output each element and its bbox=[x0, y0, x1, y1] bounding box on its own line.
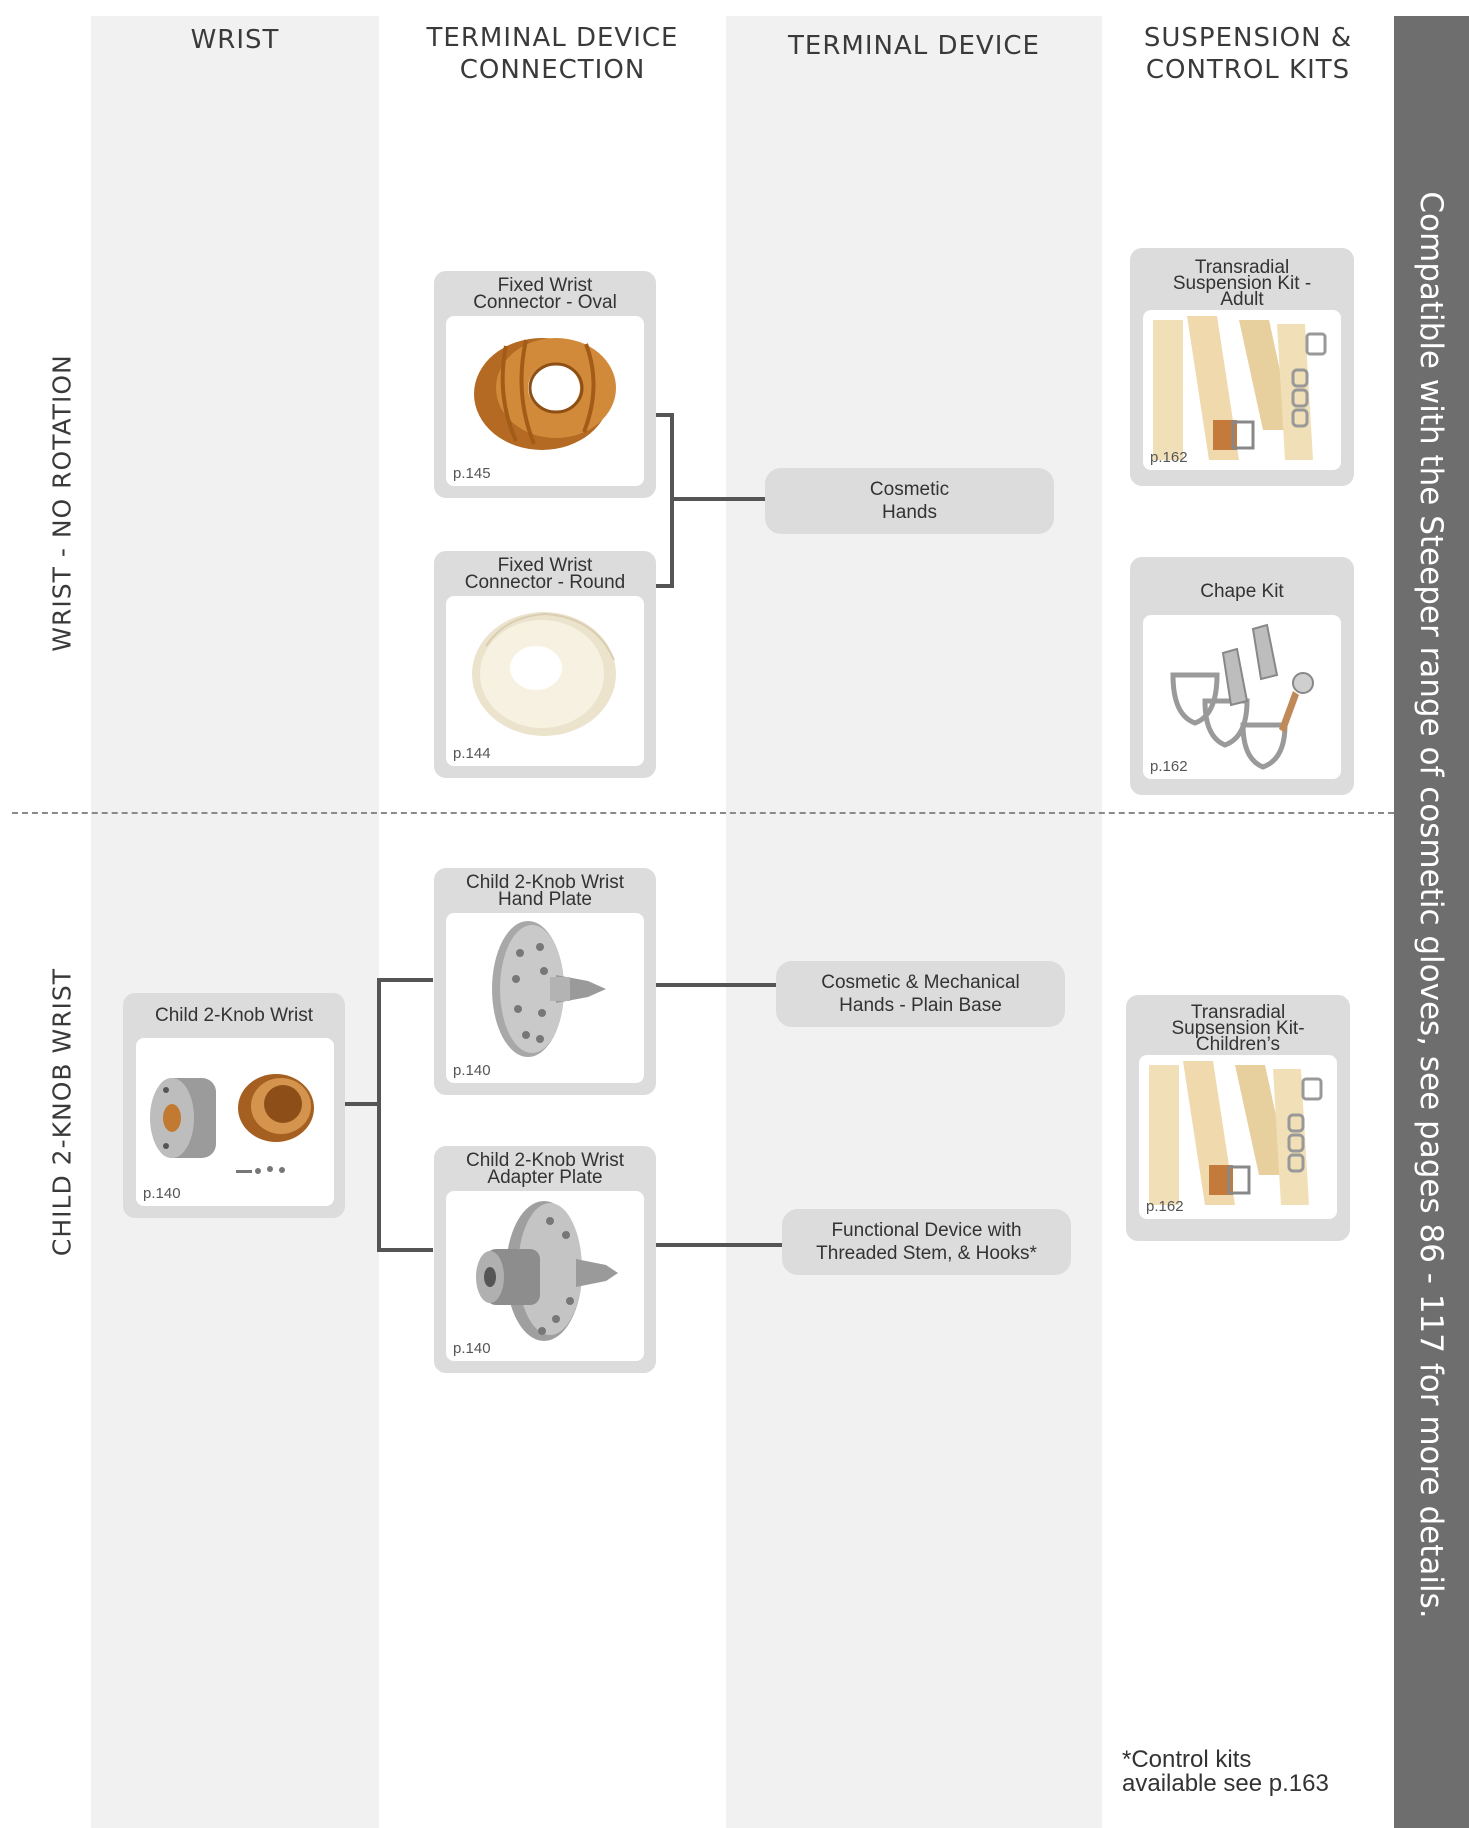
card-chape-kit[interactable]: Chape Kit p.162 bbox=[1130, 557, 1354, 795]
card-title: Chape Kit bbox=[1200, 581, 1284, 602]
connector-line bbox=[345, 1102, 379, 1106]
connector-line bbox=[656, 983, 776, 987]
card-title: Child 2-Knob Wrist Hand Plate bbox=[465, 872, 625, 910]
card-title: Fixed Wrist Connector - Round bbox=[464, 555, 626, 593]
page-reference: p.162 bbox=[1150, 758, 1188, 775]
oval-connector-image: p.145 bbox=[446, 316, 644, 486]
page-reference: p.140 bbox=[453, 1062, 491, 1079]
page-reference: p.140 bbox=[143, 1185, 181, 1202]
card-transradial-suspension-kit-adult[interactable]: Transradial Suspension Kit - Adult p.162 bbox=[1130, 248, 1354, 486]
card-title: Transradial Supsension Kit- Children’s bbox=[1171, 1002, 1305, 1055]
hand-plate-image: p.140 bbox=[446, 913, 644, 1083]
pill-cosmetic-mechanical-hands[interactable]: Cosmetic & Mechanical Hands - Plain Base bbox=[776, 961, 1065, 1027]
page-reference: p.162 bbox=[1150, 449, 1188, 466]
card-fixed-wrist-connector-round[interactable]: Fixed Wrist Connector - Round p.144 bbox=[434, 551, 656, 778]
footnote: *Control kits available see p.163 bbox=[1122, 1746, 1329, 1797]
connector-line bbox=[670, 497, 765, 501]
wrist-column-bg bbox=[91, 16, 379, 1828]
compatibility-note: Compatible with the Steeper range of cos… bbox=[1413, 191, 1449, 1619]
pill-functional-device[interactable]: Functional Device with Threaded Stem, & … bbox=[782, 1209, 1071, 1275]
connector-line bbox=[656, 413, 674, 417]
header-wrist: WRIST bbox=[190, 25, 280, 55]
card-transradial-suspension-kit-childrens[interactable]: Transradial Supsension Kit- Children’s p… bbox=[1126, 995, 1350, 1241]
header-terminal-device-connection: TERMINAL DEVICE CONNECTION bbox=[426, 23, 679, 85]
page-reference: p.144 bbox=[453, 745, 491, 762]
row-label-no-rotation: WRIST - NO ROTATION bbox=[47, 354, 77, 652]
pill-cosmetic-hands[interactable]: Cosmetic Hands bbox=[765, 468, 1054, 534]
suspension-kit-adult-image: p.162 bbox=[1143, 310, 1341, 470]
suspension-kit-childrens-image: p.162 bbox=[1139, 1055, 1337, 1219]
page-reference: p.162 bbox=[1146, 1198, 1184, 1215]
card-title: Child 2-Knob Wrist Adapter Plate bbox=[465, 1150, 625, 1188]
page-reference: p.145 bbox=[453, 465, 491, 482]
page-reference: p.140 bbox=[453, 1340, 491, 1357]
section-divider bbox=[12, 812, 1394, 814]
connector-line bbox=[377, 1248, 433, 1252]
card-child-2-knob-wrist-hand-plate[interactable]: Child 2-Knob Wrist Hand Plate p.140 bbox=[434, 868, 656, 1095]
chape-kit-image: p.162 bbox=[1143, 615, 1341, 779]
child-wrist-image: p.140 bbox=[136, 1038, 334, 1206]
connector-line bbox=[656, 584, 674, 588]
card-title: Transradial Suspension Kit - Adult bbox=[1172, 257, 1312, 310]
card-child-2-knob-wrist[interactable]: Child 2-Knob Wrist p.140 bbox=[123, 993, 345, 1218]
card-fixed-wrist-connector-oval[interactable]: Fixed Wrist Connector - Oval p.145 bbox=[434, 271, 656, 498]
row-label-child-2-knob-wrist: CHILD 2-KNOB WRIST bbox=[47, 967, 77, 1257]
connector-line bbox=[377, 978, 381, 1252]
card-child-2-knob-wrist-adapter-plate[interactable]: Child 2-Knob Wrist Adapter Plate p.140 bbox=[434, 1146, 656, 1373]
adapter-plate-image: p.140 bbox=[446, 1191, 644, 1361]
card-title: Child 2-Knob Wrist bbox=[154, 1005, 314, 1026]
card-title: Fixed Wrist Connector - Oval bbox=[473, 275, 617, 313]
header-terminal-device: TERMINAL DEVICE bbox=[788, 31, 1040, 61]
side-bar bbox=[1394, 16, 1469, 1828]
round-connector-image: p.144 bbox=[446, 596, 644, 766]
header-suspension-control-kits: SUSPENSION & CONTROL KITS bbox=[1143, 23, 1353, 85]
connector-line bbox=[656, 1243, 782, 1247]
terminal-device-column-bg bbox=[726, 16, 1102, 1828]
connector-line bbox=[377, 978, 433, 982]
